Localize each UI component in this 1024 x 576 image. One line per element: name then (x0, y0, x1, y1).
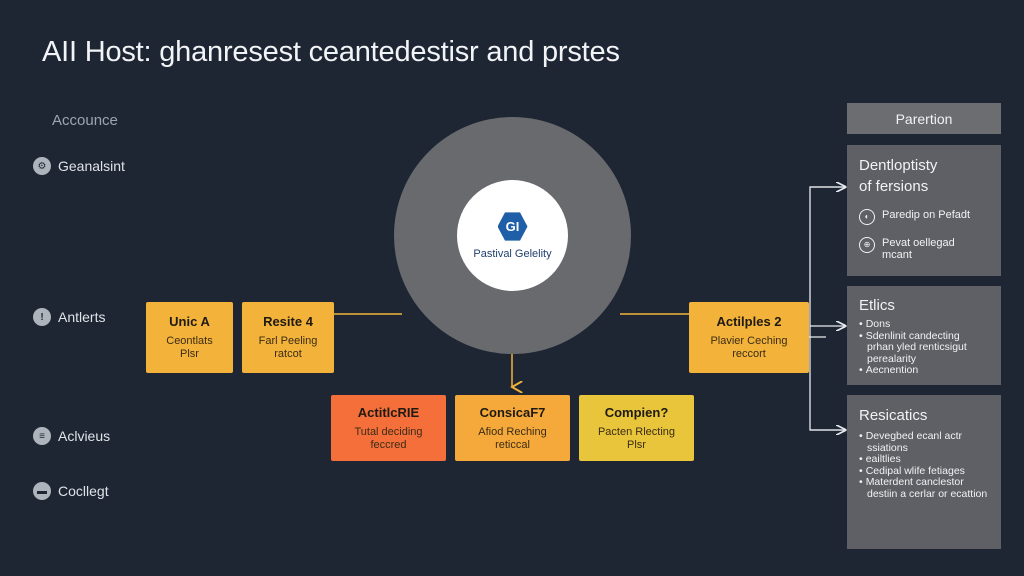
node-compien[interactable]: Compien? Pacten Rlecting Plsr (579, 395, 694, 461)
node-title: ActitlcRIE (357, 404, 420, 420)
node-title: Compien? (604, 404, 669, 420)
node-sub: Tutal deciding (354, 425, 423, 438)
panel-title: of fersions (859, 178, 929, 195)
alert-icon: ! (33, 308, 51, 326)
panel-row-text: Paredip on Pefadt (882, 209, 971, 221)
panel-bullet: Dons (866, 318, 989, 331)
panel-bullet: Devegbed ecanl actr ssiations (866, 430, 989, 454)
panel-ethics: Etlics Dons Sdenlinit candecting prhan y… (847, 286, 1001, 385)
panel-bullet: Cedipal wlife fetiages (866, 465, 989, 478)
sidebar-item-label: Cocllegt (58, 483, 109, 499)
panel-tab[interactable]: Parertion (847, 103, 1001, 134)
folder-icon: ▬ (33, 482, 51, 500)
node-sub: Plsr (180, 348, 199, 360)
node-sub: reccort (732, 348, 766, 360)
network-icon: ⊕ (859, 237, 875, 253)
document-icon: ≡ (33, 427, 51, 445)
node-resite[interactable]: Resite 4 Farl Peeling ratcot (242, 302, 334, 373)
node-actitic[interactable]: ActitlcRIE Tutal deciding feccred (331, 395, 446, 461)
panel-row-text: mcant (882, 249, 912, 261)
sidebar-item-2[interactable]: ≡ Aclvieus (33, 427, 110, 445)
node-sub: Ceontlats (166, 335, 213, 347)
panel-bullets: Dons Sdenlinit candecting prhan yled ren… (859, 318, 989, 377)
node-sub: feccred (370, 438, 407, 451)
panel-title: Etlics (859, 297, 895, 314)
sidebar-item-0[interactable]: ⚙ Geanalsint (33, 157, 125, 175)
panel-row[interactable]: ◐ Paredip on Pefadt (859, 209, 989, 225)
node-title: Actilples 2 (716, 314, 782, 329)
node-sub: ratcot (274, 348, 302, 360)
panel-title: Dentloptisty (859, 157, 938, 174)
node-actilples[interactable]: Actilples 2 Plavier Ceching reccort (689, 302, 809, 373)
panel-title: Resicatics (859, 407, 928, 424)
node-sub: Afiod Reching (478, 425, 547, 438)
node-sub: Pacten Rlecting (597, 425, 676, 438)
page-title: AII Host: ghanresest ceantedestisr and p… (42, 36, 620, 68)
hub-logo-icon: GI (497, 212, 528, 241)
node-sub: reticcal (495, 438, 530, 451)
node-unic[interactable]: Unic A Ceontlats Plsr (146, 302, 233, 373)
wire-branches (809, 186, 844, 431)
panel-bullet: Aecnention (866, 364, 989, 377)
panel-bullets: Devegbed ecanl actr ssiations eailtlies … (859, 430, 989, 500)
hub-core[interactable]: GI Pastival Gelelity (457, 180, 568, 291)
sidebar-item-label: Aclvieus (58, 428, 111, 444)
panel-row-text: Pevat oellegad (882, 237, 955, 249)
node-sub: Plsr (627, 438, 646, 451)
gear-icon: ⚙ (33, 157, 51, 175)
hub-label: Pastival Gelelity (473, 247, 552, 260)
panel-bullet: Materdent canclestor destiin a cerlar or… (866, 476, 989, 500)
panel-row[interactable]: ⊕ Pevat oellegad mcant (859, 237, 989, 261)
panel-deployment: Dentloptisty of fersions ◐ Paredip on Pe… (847, 145, 1001, 276)
panel-resources: Resicatics Devegbed ecanl actr ssiations… (847, 395, 1001, 549)
node-consica[interactable]: ConsicaF7 Afiod Reching reticcal (455, 395, 570, 461)
sidebar-item-3[interactable]: ▬ Cocllegt (33, 482, 109, 500)
globe-icon: ◐ (859, 209, 875, 225)
sidebar-header: Accounce (52, 112, 118, 129)
node-sub: Farl Peeling (258, 335, 318, 347)
node-sub: Plavier Ceching (710, 335, 788, 347)
sidebar-item-label: Geanalsint (58, 158, 125, 174)
panel-bullet: Sdenlinit candecting prhan yled renticsi… (866, 330, 989, 366)
node-title: Unic A (169, 314, 210, 329)
node-title: Resite 4 (263, 314, 313, 329)
panel-bullet: eailtlies (866, 453, 989, 466)
node-title: ConsicaF7 (479, 404, 546, 420)
sidebar-item-1[interactable]: ! Antlerts (33, 308, 105, 326)
sidebar-item-label: Antlerts (58, 309, 106, 325)
